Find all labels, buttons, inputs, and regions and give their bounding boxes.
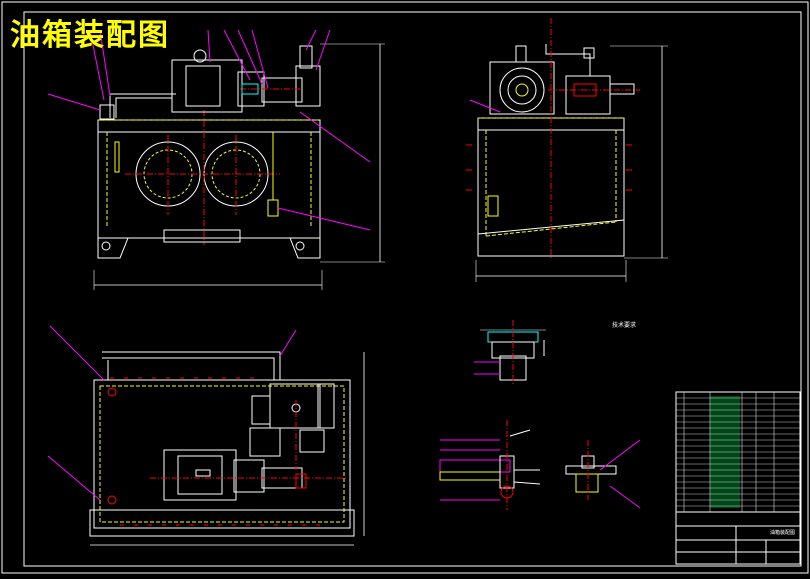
title-block-rows [676,397,800,513]
detail-view-b [439,420,541,510]
drawing-title: 油箱装配图 [10,18,170,53]
detail-view-a [474,320,546,386]
drawing-name: 油箱装配图 [770,530,796,536]
front-view [47,29,385,290]
title-block [675,391,801,565]
detail-view-c [565,439,641,509]
inner-frame [23,11,802,567]
side-view [466,18,668,282]
tech-requirements-title: 技术要求 [612,322,637,329]
top-view [47,325,365,546]
